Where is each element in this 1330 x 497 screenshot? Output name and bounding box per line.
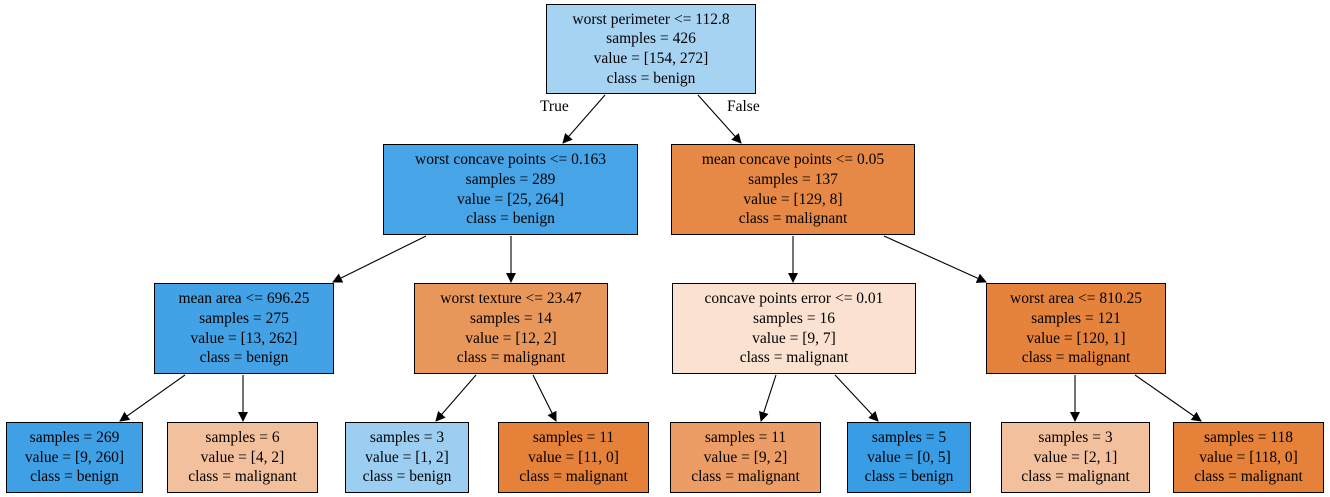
node-line: worst concave points <= 0.163 xyxy=(415,151,606,169)
node-line: samples = 3 xyxy=(1038,429,1113,447)
edge-label-false: False xyxy=(727,98,760,115)
node-worst-texture: worst texture <= 23.47 samples = 14 valu… xyxy=(414,283,608,374)
node-line: samples = 14 xyxy=(470,309,552,327)
node-line: samples = 269 xyxy=(29,429,120,447)
node-line: value = [11, 0] xyxy=(528,448,619,466)
node-line: class = benign xyxy=(30,468,119,486)
node-line: samples = 11 xyxy=(704,429,787,447)
node-line: mean area <= 696.25 xyxy=(178,290,310,308)
node-line: samples = 426 xyxy=(606,30,696,48)
leaf-node: samples = 5 value = [0, 5] class = benig… xyxy=(847,422,971,493)
node-line: class = malignant xyxy=(1021,468,1130,486)
node-line: samples = 137 xyxy=(748,170,838,188)
node-line: worst perimeter <= 112.8 xyxy=(572,10,730,28)
node-line: samples = 3 xyxy=(369,429,445,447)
node-mean-concave-points: mean concave points <= 0.05 samples = 13… xyxy=(671,144,915,235)
node-line: class = malignant xyxy=(456,349,566,367)
node-line: samples = 289 xyxy=(465,170,556,188)
node-line: class = malignant xyxy=(519,468,628,486)
edge-4-10 xyxy=(532,374,557,422)
node-line: mean concave points <= 0.05 xyxy=(701,151,885,169)
node-line: value = [25, 264] xyxy=(457,190,564,208)
node-line: samples = 118 xyxy=(1203,429,1294,447)
edge-label-true: True xyxy=(540,98,569,115)
node-line: class = malignant xyxy=(1021,349,1131,367)
edge-1-3 xyxy=(332,235,427,283)
node-line: worst texture <= 23.47 xyxy=(440,290,582,308)
node-line: value = [12, 2] xyxy=(465,329,557,347)
edge-5-12 xyxy=(834,374,879,422)
leaf-node: samples = 3 value = [2, 1] class = malig… xyxy=(1001,422,1150,493)
node-mean-area: mean area <= 696.25 samples = 275 value … xyxy=(154,283,334,374)
node-line: samples = 275 xyxy=(199,309,289,327)
edge-2-6 xyxy=(883,235,987,283)
edge-4-9 xyxy=(435,374,477,422)
node-line: samples = 121 xyxy=(1031,309,1121,327)
leaf-node: samples = 269 value = [9, 260] class = b… xyxy=(6,422,143,493)
node-line: samples = 16 xyxy=(753,309,835,327)
node-line: class = malignant xyxy=(738,210,848,228)
node-line: class = malignant xyxy=(1194,468,1303,486)
node-line: samples = 11 xyxy=(532,429,615,447)
node-worst-concave-points: worst concave points <= 0.163 samples = … xyxy=(383,144,638,235)
node-line: class = benign xyxy=(864,468,954,486)
node-line: value = [2, 1] xyxy=(1033,448,1118,466)
node-line: value = [4, 2] xyxy=(200,448,285,466)
node-line: value = [120, 1] xyxy=(1026,329,1126,347)
leaf-node: samples = 6 value = [4, 2] class = malig… xyxy=(167,422,318,493)
edge-0-2 xyxy=(697,94,742,144)
node-line: value = [9, 2] xyxy=(703,448,788,466)
edge-6-14 xyxy=(1134,374,1202,422)
node-line: value = [118, 0] xyxy=(1199,448,1298,466)
node-line: value = [0, 5] xyxy=(867,448,951,466)
leaf-node: samples = 3 value = [1, 2] class = benig… xyxy=(345,422,469,493)
node-line: class = malignant xyxy=(188,468,297,486)
node-line: samples = 6 xyxy=(205,429,280,447)
edge-3-7 xyxy=(119,374,186,422)
node-root-worst-perimeter: worst perimeter <= 112.8 samples = 426 v… xyxy=(546,4,756,94)
node-line: value = [129, 8] xyxy=(743,190,843,208)
node-concave-points-error: concave points error <= 0.01 samples = 1… xyxy=(672,283,916,374)
node-line: concave points error <= 0.01 xyxy=(704,290,884,308)
edge-5-11 xyxy=(759,374,777,422)
node-line: worst area <= 810.25 xyxy=(1010,290,1142,308)
node-line: value = [9, 260] xyxy=(24,448,125,466)
node-line: class = malignant xyxy=(739,349,849,367)
leaf-node: samples = 11 value = [9, 2] class = mali… xyxy=(670,422,821,493)
node-line: class = benign xyxy=(199,349,289,367)
node-line: class = benign xyxy=(606,69,696,87)
leaf-node: samples = 11 value = [11, 0] class = mal… xyxy=(498,422,649,493)
edge-0-1 xyxy=(562,94,606,144)
leaf-node: samples = 118 value = [118, 0] class = m… xyxy=(1173,422,1324,493)
node-line: samples = 5 xyxy=(871,429,947,447)
node-worst-area: worst area <= 810.25 samples = 121 value… xyxy=(986,283,1166,374)
node-line: value = [1, 2] xyxy=(365,448,449,466)
node-line: class = benign xyxy=(362,468,452,486)
node-line: class = malignant xyxy=(691,468,800,486)
node-line: value = [154, 272] xyxy=(593,50,709,67)
node-line: class = benign xyxy=(466,210,555,228)
node-line: value = [13, 262] xyxy=(190,329,298,347)
node-line: value = [9, 7] xyxy=(752,329,836,347)
